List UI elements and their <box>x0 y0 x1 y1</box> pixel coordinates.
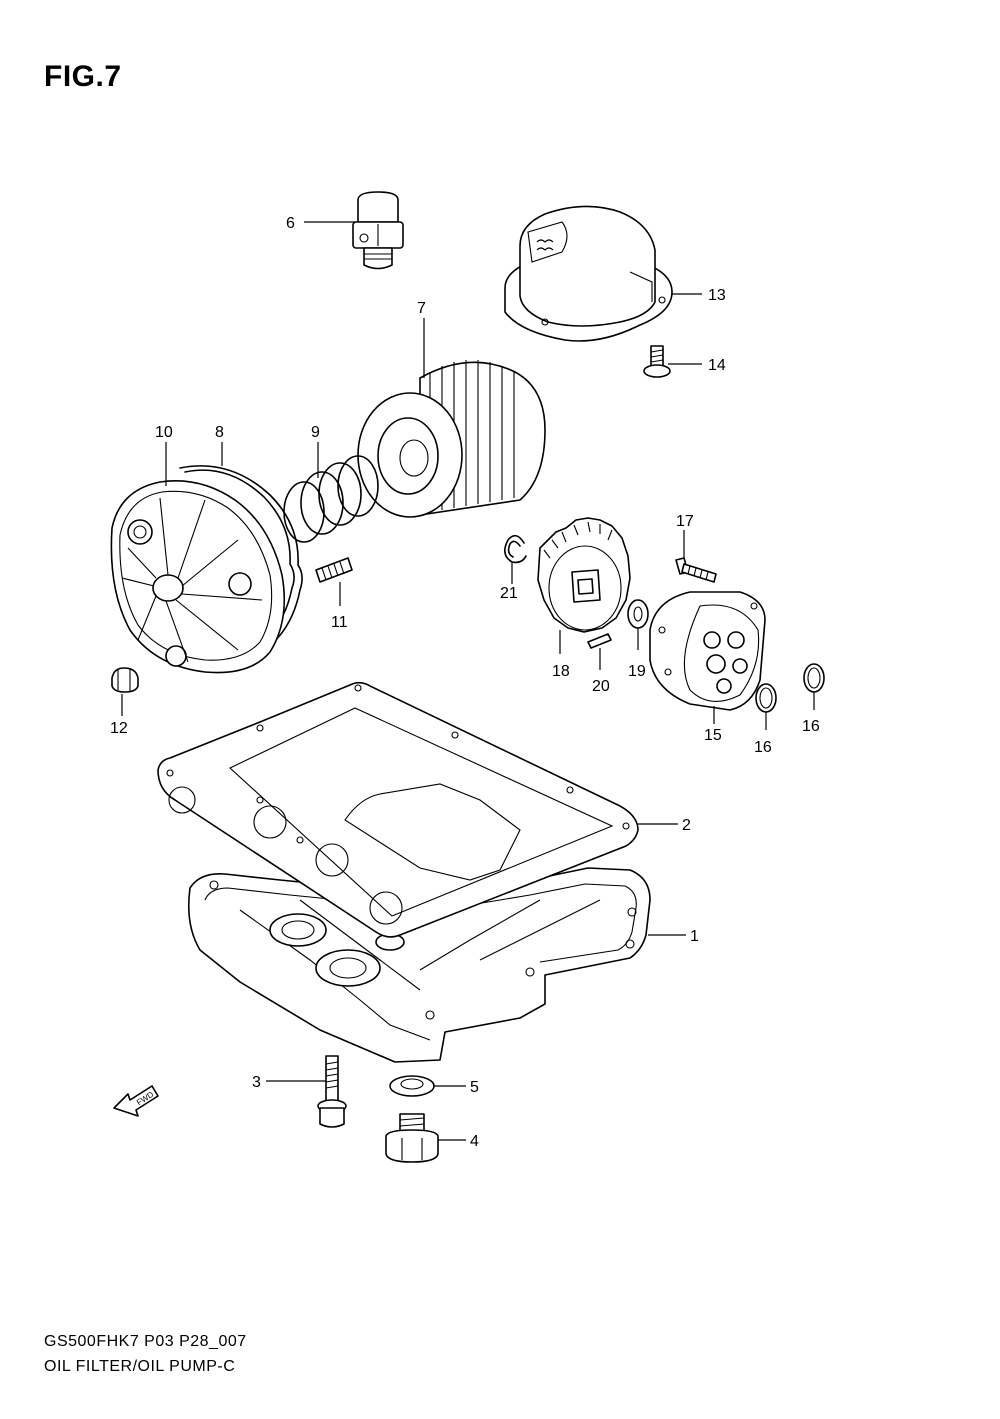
callout-2: 2 <box>682 817 691 834</box>
callout-4: 4 <box>470 1133 479 1150</box>
callout-18: 18 <box>552 663 570 680</box>
callout-14: 14 <box>708 357 726 374</box>
part-18-pump-gear[interactable] <box>537 517 631 633</box>
callout-12: 12 <box>110 720 128 737</box>
part-1-oil-pan[interactable] <box>187 867 651 1063</box>
callout-11: 11 <box>331 614 348 631</box>
callout-20: 20 <box>592 678 610 695</box>
callout-19: 19 <box>628 663 646 680</box>
part-4-drain-plug[interactable] <box>385 1113 439 1163</box>
callout-8: 8 <box>215 424 224 441</box>
part-14-bolt[interactable] <box>643 345 671 378</box>
diagram-code: GS500FHK7 P03 P28_007 <box>44 1333 247 1350</box>
part-16-o-ring-a[interactable] <box>755 683 777 713</box>
callout-17: 17 <box>676 513 694 530</box>
callout-1: 1 <box>690 928 699 945</box>
callout-13: 13 <box>708 287 726 304</box>
part-12-cap-nut[interactable] <box>111 667 139 693</box>
part-11-stud[interactable] <box>315 557 353 583</box>
callout-15: 15 <box>704 727 722 744</box>
part-17-bolt[interactable] <box>675 557 717 583</box>
part-3-bolt[interactable] <box>317 1055 347 1128</box>
part-10-filter-cover[interactable] <box>110 480 286 674</box>
part-7-oil-filter[interactable] <box>357 360 546 518</box>
part-19-washer[interactable] <box>627 599 649 629</box>
part-6-plug[interactable] <box>352 191 404 270</box>
callout-16b: 16 <box>802 718 820 735</box>
callout-7: 7 <box>417 300 426 317</box>
callout-6: 6 <box>286 215 295 232</box>
callout-5: 5 <box>470 1079 479 1096</box>
callout-21: 21 <box>500 585 518 602</box>
diagram-name: OIL FILTER/OIL PUMP-C <box>44 1358 236 1375</box>
fwd-arrow-icon: FWD <box>113 1085 159 1117</box>
callout-9: 9 <box>311 424 320 441</box>
part-9-spring[interactable] <box>283 455 379 543</box>
figure-title: FIG.7 <box>44 60 122 93</box>
part-20-pin[interactable] <box>587 633 612 649</box>
callout-10: 10 <box>155 424 173 441</box>
callout-16a: 16 <box>754 739 772 756</box>
part-13-cover[interactable] <box>504 205 673 342</box>
part-21-circlip[interactable] <box>504 534 527 564</box>
callout-3: 3 <box>252 1074 261 1091</box>
part-16-o-ring-b[interactable] <box>803 663 825 693</box>
part-15-oil-pump[interactable] <box>649 591 766 711</box>
part-2-pan-gasket[interactable] <box>157 681 639 938</box>
part-5-washer[interactable] <box>389 1075 435 1097</box>
